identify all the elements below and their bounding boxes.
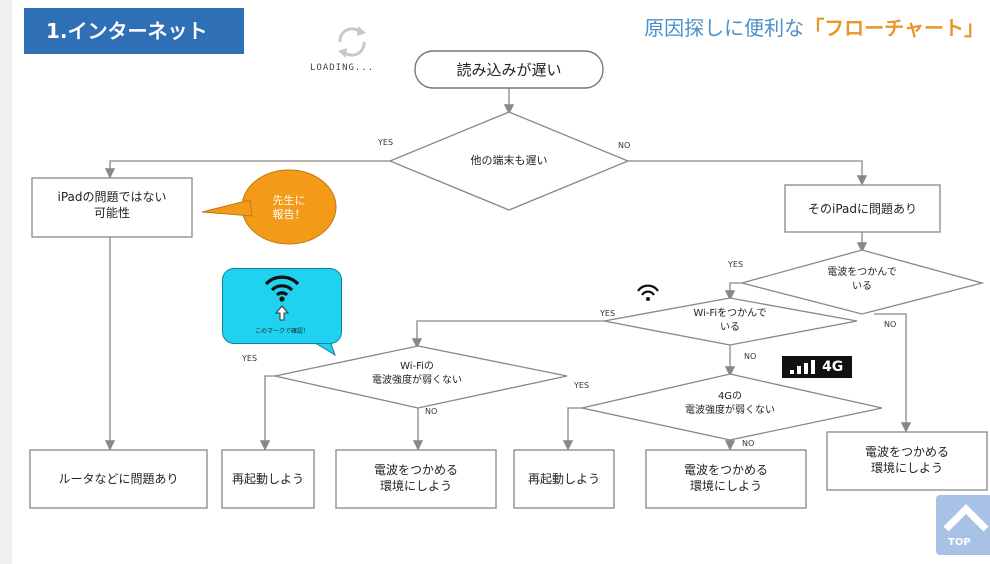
box-restart-2 <box>513 449 615 509</box>
arrow-up-icon <box>275 305 289 321</box>
start-terminal <box>414 50 604 89</box>
decision-4g-strength <box>581 373 883 441</box>
cyan-bubble <box>222 268 342 344</box>
decision-signal-label: 電波をつかんで いる <box>827 267 897 292</box>
yes-label-wifi: YES <box>600 309 616 318</box>
chevron-up-icon <box>943 504 989 532</box>
wifi-icon <box>264 275 300 302</box>
yes-label-4g-strength: YES <box>574 381 590 390</box>
decision-other-label: 他の端末も遅い <box>470 154 548 167</box>
top-button-label: TOP <box>948 537 971 548</box>
decision-4g-strength-label: 4Gの 電波強度が弱くない <box>685 391 775 416</box>
decision-wifi-strength <box>274 345 568 409</box>
box-env-1 <box>335 449 497 509</box>
wifi-note-text: このマークで確認！ <box>254 328 309 335</box>
wifi-mini-icon <box>637 284 659 301</box>
decision-wifi <box>603 297 858 346</box>
badge-4g-text: 4G <box>822 359 844 375</box>
decision-signal <box>739 249 985 315</box>
yes-label-1: YES <box>378 138 394 147</box>
headline-emphasis: 「フローチャート」 <box>804 16 984 40</box>
end-restart-1-label: 再起動しよう <box>231 472 304 486</box>
no-label-wifi-strength: NO <box>425 407 438 416</box>
headline: 原因探しに便利な「フローチャート」 <box>644 12 984 41</box>
decision-wifi-strength-label: Wi-Fiの 電波強度が弱くない <box>372 361 462 386</box>
end-env-3-label: 電波をつかめる 環境にしよう <box>864 445 949 476</box>
end-router-label: ルータなどに問題あり <box>58 472 179 486</box>
yes-label-signal: YES <box>728 260 744 269</box>
box-env-3 <box>826 431 988 491</box>
box-restart-1 <box>221 449 315 509</box>
no-label-1: NO <box>618 141 631 150</box>
orange-bubble-text: 先生に 報告！ <box>272 194 306 222</box>
left-box-label: iPadの問題ではない 可能性 <box>57 190 167 221</box>
loading-text: LOADING... <box>310 63 375 73</box>
decision-other-devices <box>388 111 630 211</box>
loading-icon <box>338 26 366 58</box>
page-canvas: 1.インターネット 原因探しに便利な「フローチャート」 LOADING... <box>12 0 990 564</box>
flowchart-lines <box>29 50 988 509</box>
box-router <box>29 449 208 509</box>
headline-prefix: 原因探しに便利な <box>644 16 805 40</box>
right-box-label: そのiPadに問題あり <box>807 202 917 216</box>
decision-wifi-label: Wi-Fiをつかんで いる <box>693 308 767 333</box>
box-env-2 <box>645 449 807 509</box>
end-env-1-label: 電波をつかめる 環境にしよう <box>373 463 458 494</box>
no-label-4g-strength: NO <box>742 439 755 448</box>
yes-label-wifi-strength: YES <box>242 354 258 363</box>
box-not-ipad <box>31 177 193 238</box>
no-label-wifi: NO <box>744 352 757 361</box>
end-restart-2-label: 再起動しよう <box>527 472 600 486</box>
signal-bars-icon <box>790 360 815 374</box>
start-label: 読み込みが遅い <box>456 61 562 79</box>
top-button[interactable]: TOP <box>936 495 990 555</box>
box-ipad-issue <box>784 184 941 233</box>
signal-4g-badge: 4G <box>782 356 852 378</box>
no-label-signal: NO <box>884 320 897 329</box>
orange-bubble <box>201 169 337 245</box>
end-env-2-label: 電波をつかめる 環境にしよう <box>683 463 768 494</box>
section-tag: 1.インターネット <box>24 8 244 54</box>
